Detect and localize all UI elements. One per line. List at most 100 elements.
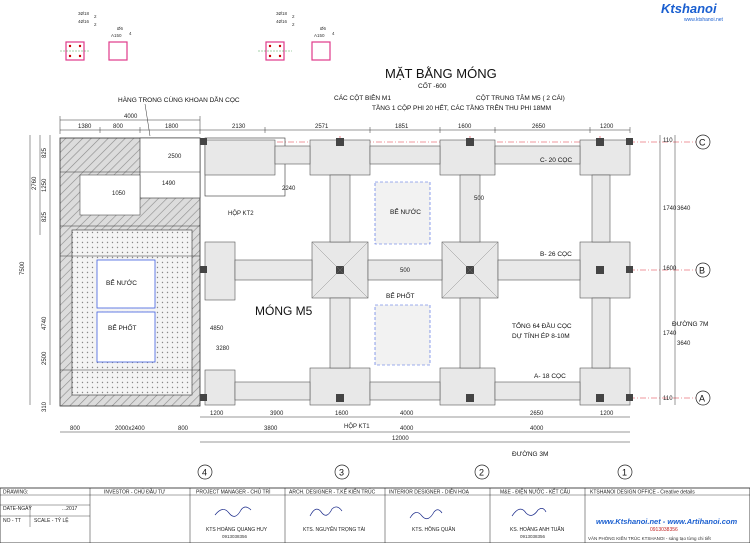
dim-left-total: 7500: [20, 261, 26, 275]
dim-botm-0: 3800: [264, 426, 278, 432]
dim-bot-4: 2650: [530, 411, 544, 417]
tb-date-label: DATE-NGÀY: [3, 505, 32, 512]
section-detail-2: 3Ø18 4Ø16 2 2 Ø6 A150 4: [258, 11, 335, 61]
grid-bubble-c: C: [695, 134, 711, 150]
dim-botl-0: 800: [70, 426, 81, 432]
label-road-7m: ĐƯỜNG 7M: [672, 319, 708, 328]
dim-top-8: 1200: [600, 124, 614, 130]
note-pile-row: HÀNG TRONG CÙNG KHOAN DẪN CỌC: [118, 95, 240, 104]
rebar-bottom: 4Ø16: [78, 19, 90, 24]
dim-top-3: 2130: [232, 124, 246, 130]
dim-top-total: 4000: [124, 114, 138, 120]
footing-diagonals: [311, 241, 499, 299]
row-a-label: A- 18 CỌC: [534, 373, 566, 380]
row-c-label: C- 20 CỌC: [540, 157, 572, 164]
note-pile-spec: DỰ TÍNH ÉP 8-10M: [512, 331, 570, 340]
dim-bot-5: 1200: [600, 411, 614, 417]
grid-bubble-4: 4: [197, 464, 213, 480]
tb-col-2-header: ARCH. DESIGNER - T.KẾ KIẾN TRÚC: [289, 489, 376, 496]
bottom-dimensions: [60, 416, 630, 443]
dim-left-4740: 4740: [42, 316, 48, 330]
note-center-columns: CỘT TRUNG TÂM M5 ( 2 CÁI): [476, 93, 565, 102]
stirrup-dia: Ø6: [117, 26, 124, 31]
svg-text:www.ktshanoi.net: www.ktshanoi.net: [684, 17, 724, 23]
label-hop-kt2: HỘP KT2: [228, 210, 254, 217]
room-septic-left: BỂ PHỐT: [108, 322, 137, 332]
tb-col-4-name: KS. HOÀNG ANH TUẤN: [510, 526, 565, 533]
grid-bubble-3: 3: [334, 464, 350, 480]
grid-bubble-a: A: [695, 390, 711, 406]
grid-bubble-2: 2: [474, 464, 490, 480]
dim-4850: 4850: [210, 326, 224, 332]
dim-botl-1: 2000x2400: [115, 426, 145, 432]
dim-top-4: 2571: [315, 124, 329, 130]
dim-bot-total: 12000: [392, 436, 409, 442]
tb-col-1-phone: 0913038356: [222, 534, 248, 539]
svg-text:C: C: [699, 138, 706, 148]
tb-date-value: ...2017: [62, 506, 78, 512]
dim-right-2: 1740: [663, 206, 677, 212]
dim-3280: 3280: [216, 346, 230, 352]
room-tank-left: BỂ NƯỚC: [106, 278, 137, 287]
dim-right-3: 1600: [663, 266, 677, 272]
left-dimensions: [29, 135, 51, 405]
rebar-bottom-2: 4Ø16: [276, 19, 288, 24]
svg-text:2: 2: [479, 468, 484, 478]
dim-bot-0: 1200: [210, 411, 224, 417]
svg-text:3: 3: [339, 468, 344, 478]
stirrup-dia-2: Ø6: [320, 26, 327, 31]
left-block: [59, 137, 286, 407]
tb-col-4-header: M&E - ĐIỆN NƯỚC - KẾT CẤU: [500, 488, 571, 496]
svg-text:4: 4: [202, 468, 207, 478]
dim-top-6: 1600: [458, 124, 472, 130]
dim-bot-1: 3900: [270, 411, 284, 417]
grid-bubble-1: 1: [617, 464, 633, 480]
dim-inner-1050: 1050: [112, 191, 126, 197]
dim-beam-500b: 500: [474, 196, 485, 202]
tb-col-2-name: KTS. NGUYỄN TRỌNG TÀI: [303, 526, 365, 533]
svg-text:B: B: [699, 266, 705, 276]
dim-left-2760: 2760: [32, 176, 38, 190]
ktshanoi-logo: Ktshanoi www.ktshanoi.net: [661, 1, 724, 23]
label-hop-kt1: HỘP KT1: [344, 423, 370, 430]
dim-top-7: 2650: [532, 124, 546, 130]
label-road-3m: ĐƯỜNG 3M: [512, 449, 548, 458]
plan-title: MẶT BẰNG MÓNG: [385, 66, 497, 81]
dim-left-825b: 825: [42, 211, 48, 222]
title-block: [0, 487, 750, 543]
tb-col-3-name: KTS. HỒNG QUÂN: [412, 526, 456, 533]
dim-top-1: 800: [113, 124, 124, 130]
rebar-count-2c: 2: [292, 14, 295, 19]
row-b-label: B- 26 CỌC: [540, 251, 572, 258]
tb-website: www.Ktshanoi.net - www.Artihanoi.com: [596, 517, 737, 526]
dim-right-1: 3640: [677, 206, 691, 212]
dim-inner-1490: 1490: [162, 181, 176, 187]
grid-bubble-b: B: [695, 262, 711, 278]
note-total-piles: TỔNG 64 ĐẦU CỌC: [512, 320, 572, 330]
room-septic-mid: BỂ PHỐT: [386, 290, 415, 300]
stirrup-count-2: 4: [332, 31, 335, 36]
stirrup-spacing: A150: [111, 33, 122, 38]
dim-2240: 2240: [282, 186, 296, 192]
dim-beam-500: 500: [400, 268, 411, 274]
svg-text:A: A: [699, 394, 705, 404]
rebar-top-2: 3Ø18: [276, 11, 288, 16]
tb-col-1-header: PROJECT MANAGER - CHỦ TRÌ: [196, 489, 271, 496]
tank-mid-outline: [374, 181, 431, 245]
signatures: [214, 506, 547, 520]
dim-left-1250: 1250: [42, 178, 48, 192]
rebar-top: 3Ø18: [78, 11, 90, 16]
note-floor: TẦNG 1 CỘP PHI 20 HẾT, CÁC TẦNG TRÊN THU…: [372, 102, 551, 112]
tb-hotline: 0913038356: [650, 527, 678, 533]
right-dimensions: [659, 135, 676, 405]
dim-top-0: 1380: [78, 124, 92, 130]
tb-col-4-phone: 0913038356: [520, 534, 546, 539]
dim-left-825: 825: [42, 147, 48, 158]
dim-right-5: 3640: [677, 341, 691, 347]
tb-col-1-name: KTS HOÀNG QUANG HUY: [206, 526, 268, 533]
stirrup-spacing-2: A150: [314, 33, 325, 38]
rebar-count-2d: 2: [292, 22, 295, 27]
dim-botm-2: 4000: [530, 426, 544, 432]
dim-left-2500: 2500: [42, 351, 48, 365]
